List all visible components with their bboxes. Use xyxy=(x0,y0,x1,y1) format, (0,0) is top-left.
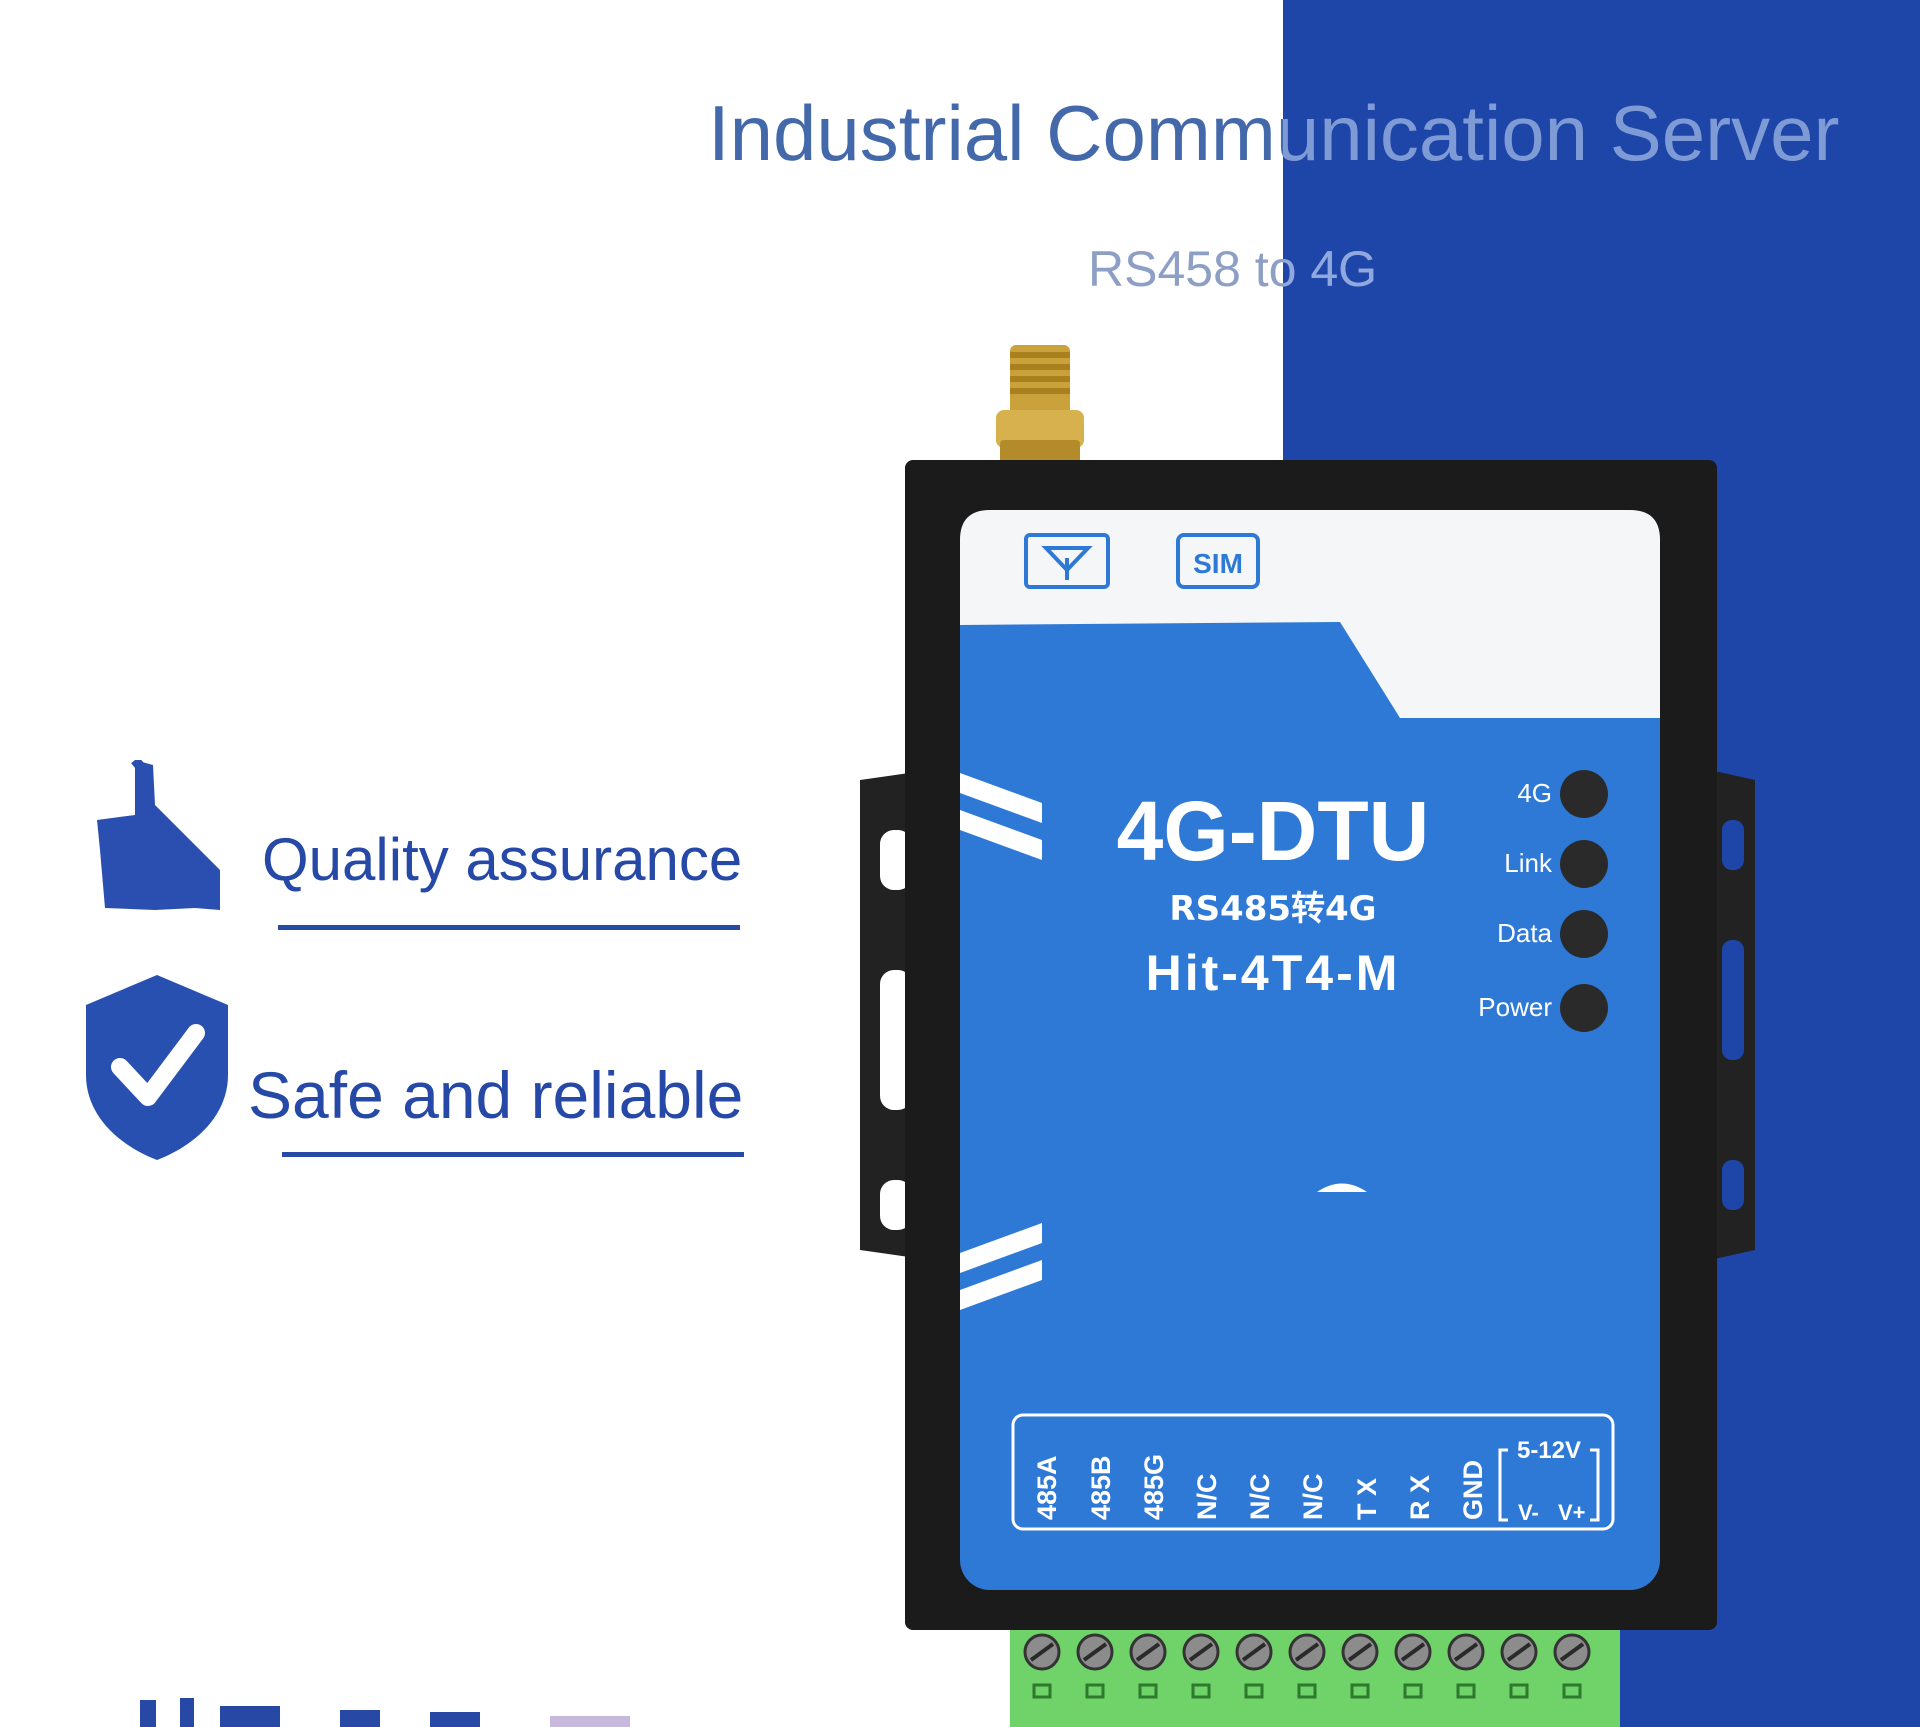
screw-slot xyxy=(1559,1642,1585,1662)
terminal-label-box xyxy=(1011,1413,1615,1531)
sim-icon xyxy=(1176,533,1260,589)
led-label-link: Link xyxy=(1504,848,1553,878)
page-subtitle: RS458 to 4G xyxy=(1088,241,1378,297)
terminal-socket xyxy=(1509,1683,1529,1699)
panel-stripes xyxy=(960,773,1042,1310)
antenna-icon xyxy=(1024,533,1110,589)
mounting-ear-right xyxy=(1710,770,1755,1260)
feature-underline xyxy=(278,925,740,930)
dtu-device-image: SIM 4G-DTU RS485转4G Hit-4T4-M 4G Link Da… xyxy=(860,345,1755,1727)
terminal-labels: 485A 485B 485G N/C N/C N/C T X R X GND xyxy=(1032,1454,1488,1520)
led-4g xyxy=(1560,770,1608,818)
led-label-power: Power xyxy=(1478,992,1552,1022)
feature-underline xyxy=(282,1152,744,1157)
terminal-socket xyxy=(1403,1683,1423,1699)
terminal-socket xyxy=(1244,1683,1264,1699)
terminal-socket xyxy=(1297,1683,1317,1699)
led-group: 4G Link Data Power xyxy=(1478,770,1608,1032)
terminal-label: N/C xyxy=(1245,1474,1275,1521)
feature-label: Quality assurance xyxy=(262,826,743,893)
device-subtitle: RS485转4G xyxy=(1169,889,1376,929)
terminal-socket xyxy=(1032,1683,1052,1699)
power-minus-label: V- xyxy=(1518,1500,1539,1525)
feature-safety: Safe and reliable xyxy=(0,975,780,1175)
terminal-label: GND xyxy=(1458,1460,1488,1520)
panel-mark xyxy=(1317,1183,1367,1192)
led-label-4g: 4G xyxy=(1517,778,1552,808)
shield-check-icon xyxy=(86,975,228,1160)
power-plus-label: V+ xyxy=(1558,1500,1586,1525)
terminal-socket xyxy=(1562,1683,1582,1699)
power-range-label: 5-12V xyxy=(1517,1437,1581,1464)
terminal-label: T X xyxy=(1352,1478,1382,1520)
terminal-label: N/C xyxy=(1192,1474,1222,1521)
terminal-label: R X xyxy=(1405,1475,1435,1520)
led-data xyxy=(1560,910,1608,958)
cropped-bottom-text xyxy=(140,1698,630,1727)
screw-slot xyxy=(1135,1642,1161,1662)
label-panel xyxy=(960,510,1660,1590)
terminal-label: N/C xyxy=(1298,1474,1328,1521)
device-model: Hit-4T4-M xyxy=(1146,945,1401,1001)
screw-slot xyxy=(1029,1642,1055,1662)
screw-slot xyxy=(1400,1642,1426,1662)
screw-slot xyxy=(1241,1642,1267,1662)
terminal-socket xyxy=(1350,1683,1370,1699)
page-subtitle-blue-part: RS458 to 4G xyxy=(1088,241,1378,297)
screw-slot xyxy=(1347,1642,1373,1662)
led-power xyxy=(1560,984,1608,1032)
terminal-socket xyxy=(1138,1683,1158,1699)
sim-label: SIM xyxy=(1193,548,1243,579)
screw-slot xyxy=(1453,1642,1479,1662)
screw-slot xyxy=(1506,1642,1532,1662)
screw-slot xyxy=(1294,1642,1320,1662)
feature-quality: Quality assurance xyxy=(0,760,780,940)
screw-slot xyxy=(1188,1642,1214,1662)
terminal-block xyxy=(1010,1630,1620,1727)
led-label-data: Data xyxy=(1497,918,1552,948)
terminal-label: 485A xyxy=(1032,1455,1062,1520)
terminal-socket xyxy=(1085,1683,1105,1699)
terminal-socket xyxy=(1456,1683,1476,1699)
terminal-label: 485G xyxy=(1139,1454,1169,1520)
screw-slot xyxy=(1082,1642,1108,1662)
terminal-socket xyxy=(1191,1683,1211,1699)
device-title: 4G-DTU xyxy=(1117,784,1430,878)
thumbs-up-icon xyxy=(97,760,220,910)
terminal-label: 485B xyxy=(1086,1455,1116,1520)
feature-label: Safe and reliable xyxy=(248,1058,744,1132)
headline: Industrial Communication Server Industri… xyxy=(0,88,1920,178)
led-link xyxy=(1560,840,1608,888)
page-title-blue-part: Industrial Communication Server xyxy=(708,89,1840,177)
antenna-connector xyxy=(996,345,1084,470)
